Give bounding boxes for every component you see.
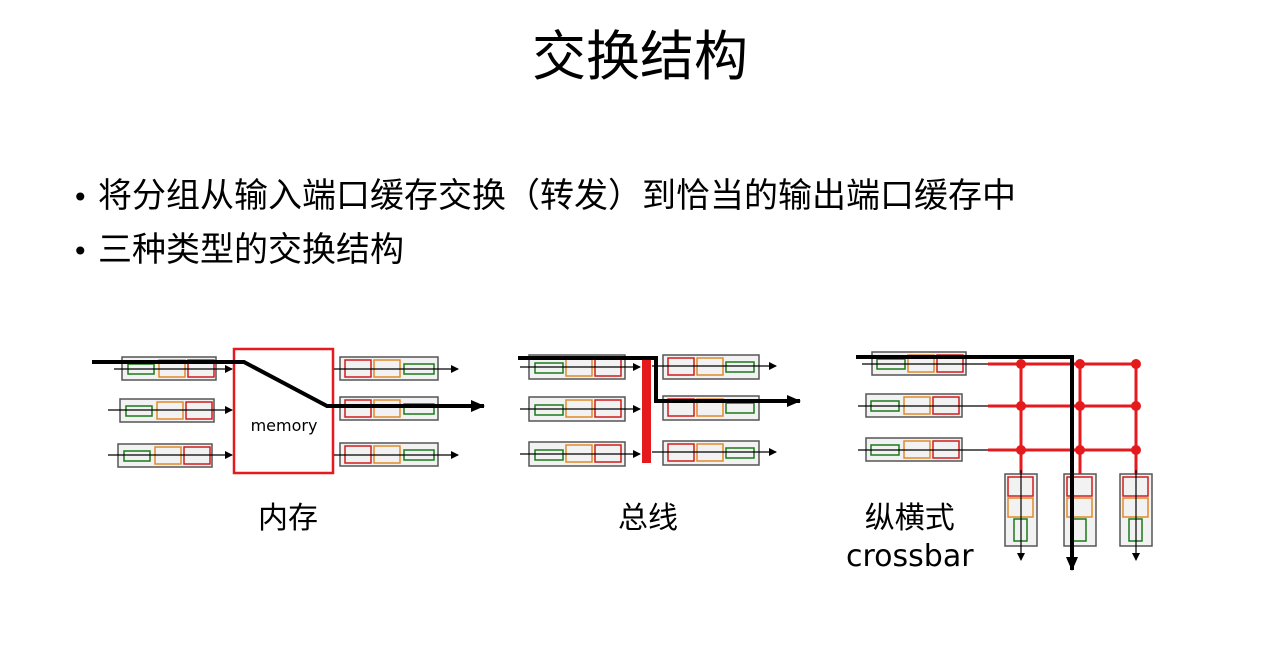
- output-port-buffer: [339, 396, 439, 421]
- packet-path: [856, 355, 1074, 556]
- bullet-item: • 三种类型的交换结构: [72, 224, 1016, 278]
- crossbar-crosspoints: [1016, 359, 1141, 455]
- bullet-item: • 将分组从输入端口缓存交换（转发）到恰当的输出端口缓存中: [72, 170, 1016, 224]
- crossbar-diagram: [856, 351, 1153, 571]
- bus-bar: [642, 357, 651, 463]
- slide-title: 交换结构: [532, 25, 748, 88]
- caption-crossbar: 纵横式 crossbar: [846, 500, 974, 576]
- output-port-buffer: [1063, 473, 1097, 547]
- output-port-buffer: [662, 440, 760, 466]
- bus-diagram: [518, 354, 801, 467]
- caption-memory: 内存: [258, 501, 318, 536]
- packet-path: [92, 360, 468, 408]
- bullet-dot-icon: •: [72, 235, 89, 268]
- memory-box: [232, 347, 335, 475]
- output-port-buffer: [662, 354, 760, 380]
- caption-crossbar-line2: crossbar: [846, 539, 974, 574]
- memory-diagram: [92, 347, 485, 475]
- caption-bus: 总线: [618, 501, 678, 536]
- caption-crossbar-line1: 纵横式: [864, 501, 955, 536]
- bullet-list: • 将分组从输入端口缓存交换（转发）到恰当的输出端口缓存中 • 三种类型的交换结构: [72, 170, 1016, 278]
- memory-box-label: memory: [250, 416, 318, 435]
- bullet-text: 三种类型的交换结构: [98, 230, 404, 270]
- bullet-text: 将分组从输入端口缓存交换（转发）到恰当的输出端口缓存中: [98, 176, 1016, 216]
- packet-path: [518, 356, 784, 403]
- bullet-dot-icon: •: [72, 181, 89, 214]
- crossbar-grid: [988, 362, 1140, 476]
